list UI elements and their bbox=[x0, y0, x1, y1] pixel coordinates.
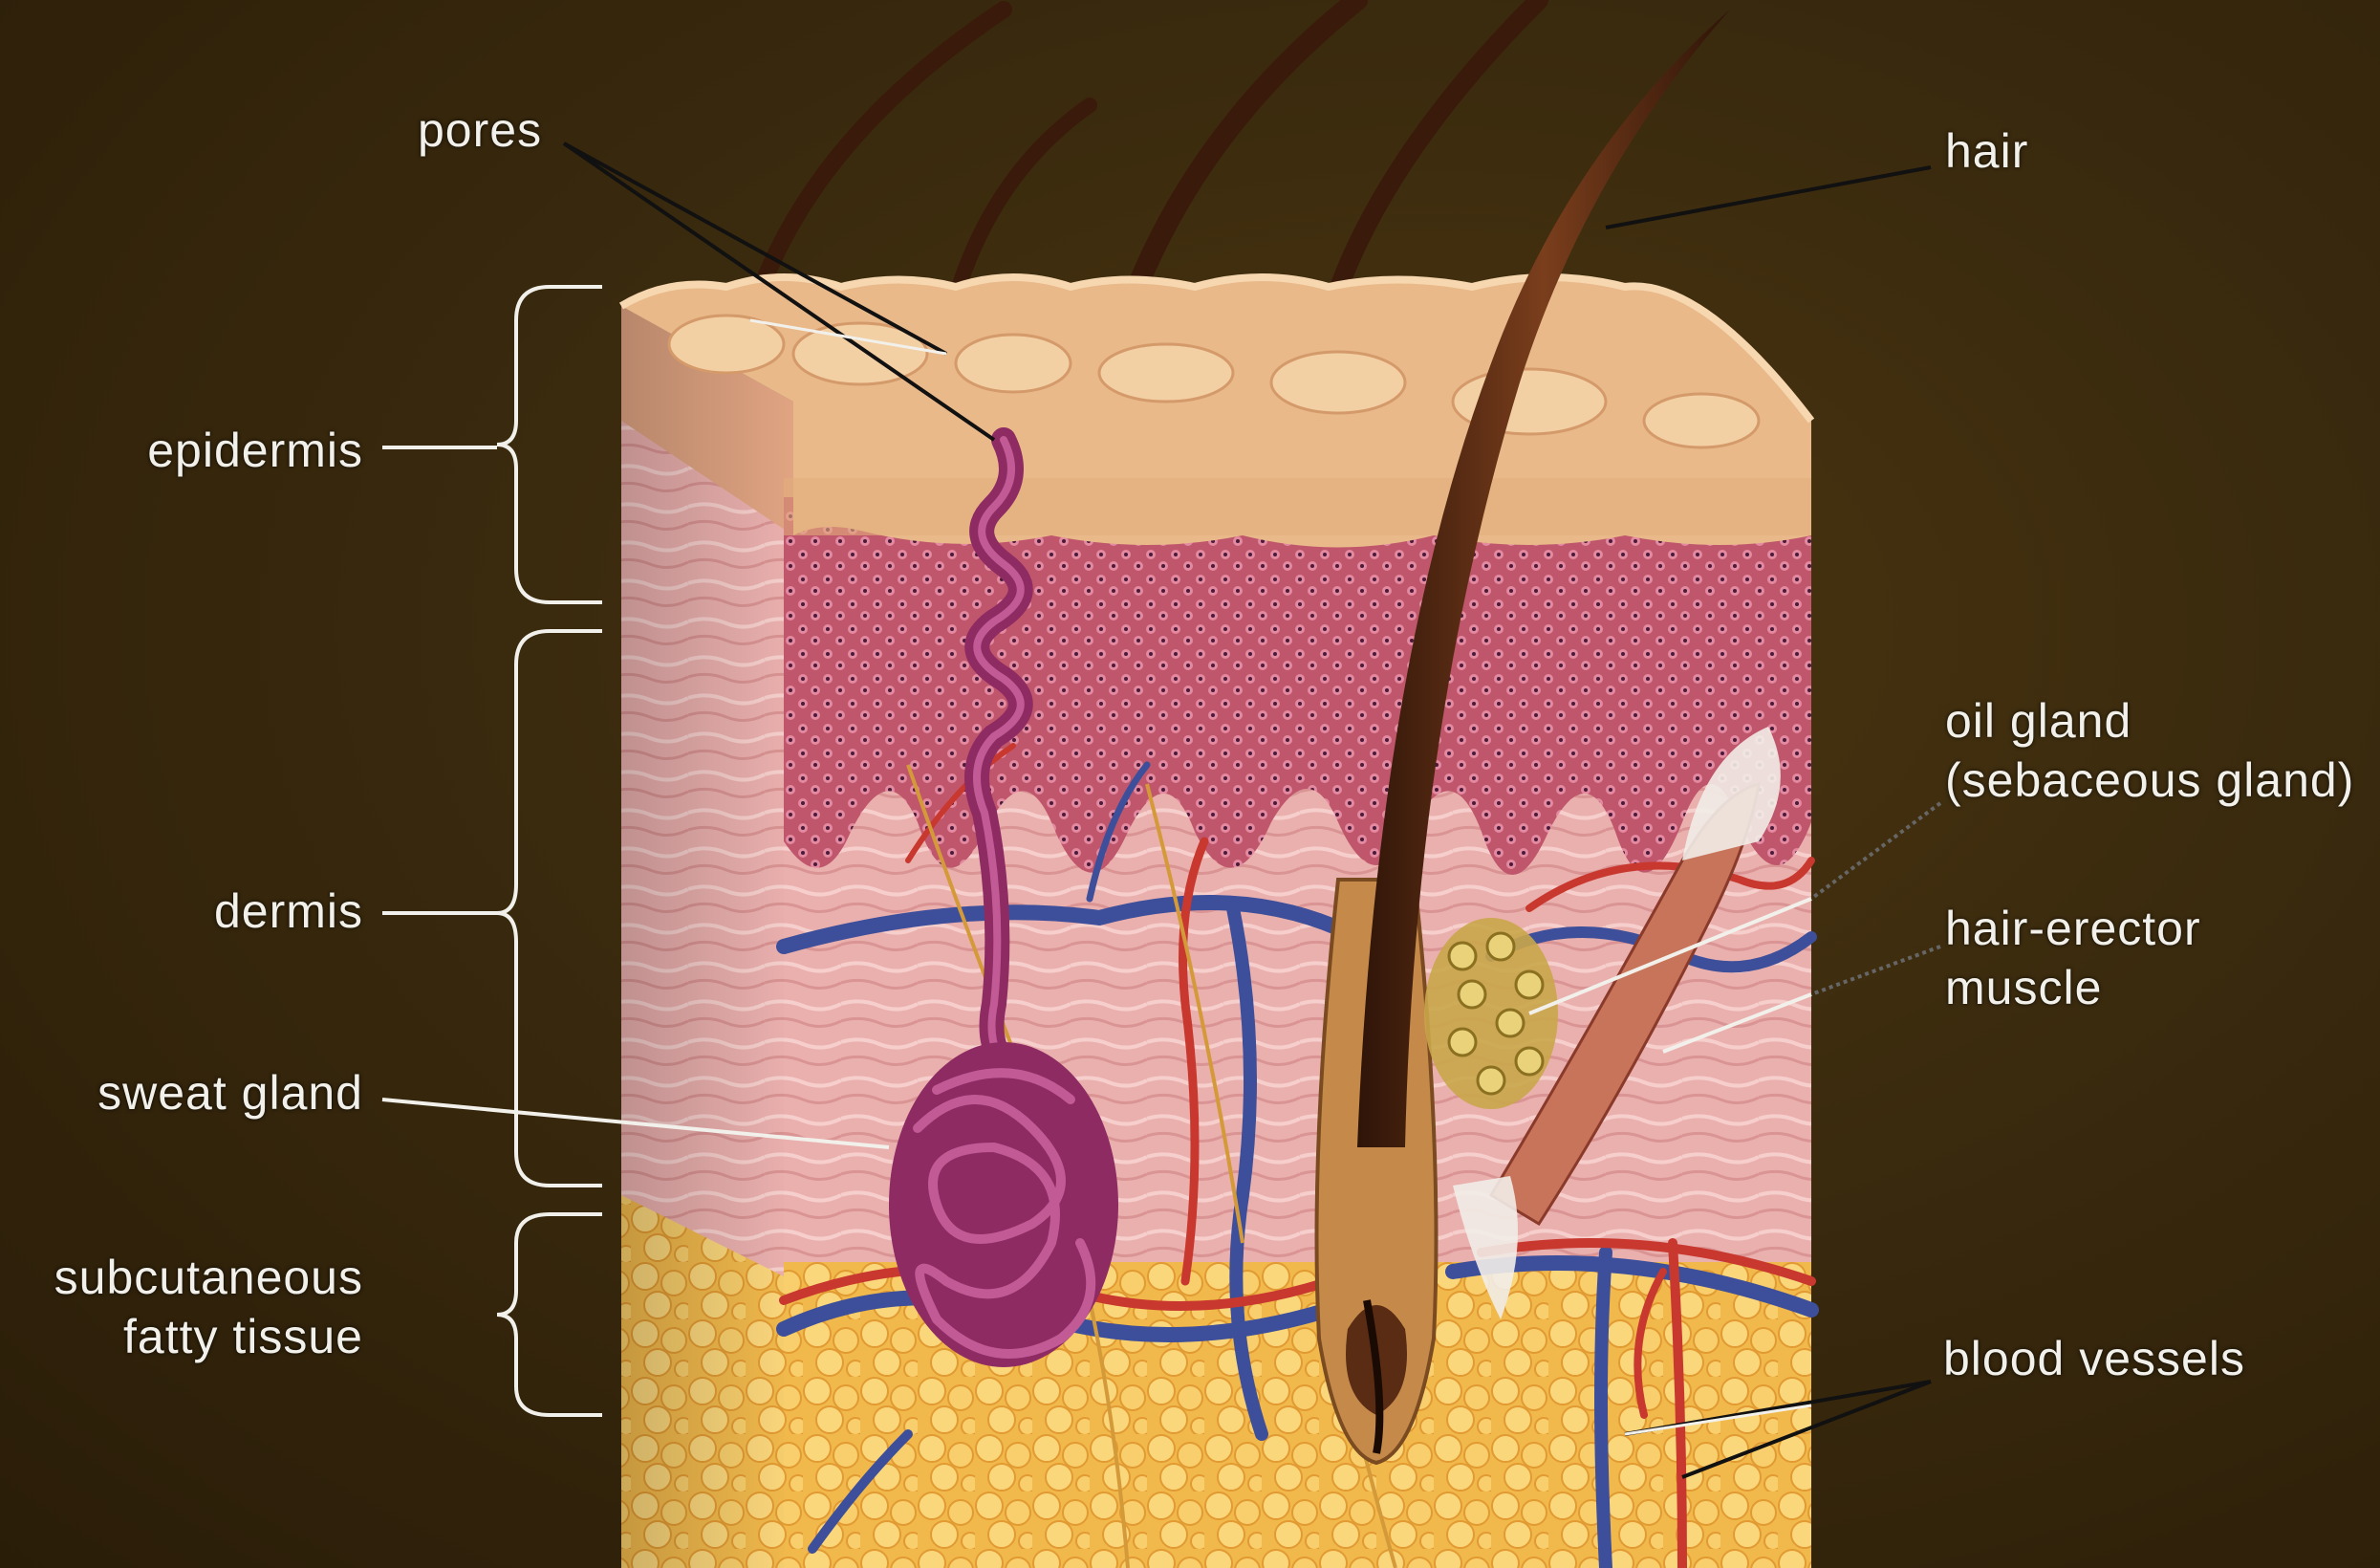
label-subcutaneous-fatty-tissue: subcutaneous fatty tissue bbox=[54, 1248, 363, 1366]
label-oil-gland-line1: oil gland bbox=[1945, 691, 2354, 751]
label-hair: hair bbox=[1945, 121, 2028, 181]
label-dermis: dermis bbox=[214, 882, 363, 941]
label-hair-erector-muscle: hair-erector muscle bbox=[1945, 899, 2201, 1017]
label-hair-erector-line2: muscle bbox=[1945, 958, 2201, 1017]
label-pores: pores bbox=[418, 100, 542, 160]
label-oil-gland-line2: (sebaceous gland) bbox=[1945, 751, 2354, 810]
label-subcutaneous-line2: fatty tissue bbox=[54, 1307, 363, 1366]
layer-brackets bbox=[382, 287, 602, 1415]
label-hair-erector-line1: hair-erector bbox=[1945, 899, 2201, 958]
label-blood-vessels: blood vessels bbox=[1943, 1329, 2245, 1388]
label-oil-gland: oil gland (sebaceous gland) bbox=[1945, 691, 2354, 810]
label-subcutaneous-line1: subcutaneous bbox=[54, 1248, 363, 1307]
label-epidermis: epidermis bbox=[147, 421, 363, 480]
label-sweat-gland: sweat gland bbox=[97, 1063, 363, 1122]
oil-gland bbox=[1424, 918, 1558, 1109]
